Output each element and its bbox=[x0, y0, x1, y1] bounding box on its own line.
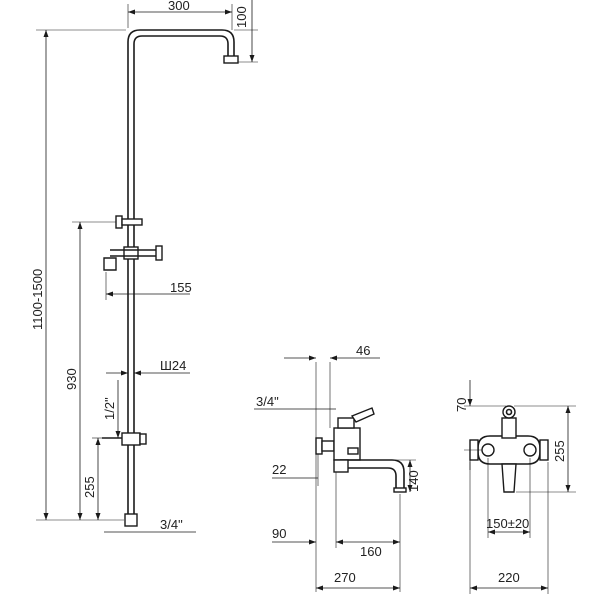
dim-side-thread: 3/4" bbox=[256, 394, 279, 409]
dim-side-160: 160 bbox=[360, 544, 382, 559]
spout bbox=[340, 459, 405, 490]
riser-pipe-inner bbox=[133, 35, 229, 520]
center-valve bbox=[501, 417, 517, 439]
valve-cap-inner bbox=[505, 408, 513, 416]
slide-holder bbox=[123, 246, 139, 260]
dim-pipe-width: Ш24 bbox=[160, 358, 186, 373]
riser-pipe bbox=[127, 29, 235, 520]
lever-handle bbox=[350, 407, 375, 423]
bracket-body bbox=[121, 218, 143, 226]
dim-thread-bottom: 3/4" bbox=[160, 517, 183, 532]
front-spout bbox=[501, 463, 517, 493]
dim-front-220: 220 bbox=[498, 570, 520, 585]
shower-head-outlet bbox=[223, 55, 239, 64]
dim-connection-height: 255 bbox=[82, 476, 97, 498]
mixer-base bbox=[333, 459, 349, 473]
dim-overhead-width: 300 bbox=[168, 0, 190, 13]
valve-cap bbox=[502, 405, 516, 419]
dim-front-255: 255 bbox=[552, 440, 567, 462]
dim-side-22: 22 bbox=[272, 462, 286, 477]
holder-knob bbox=[155, 245, 163, 261]
hand-shower-holder bbox=[103, 257, 117, 271]
wall-bracket bbox=[115, 215, 123, 229]
eccentric bbox=[321, 440, 335, 452]
dim-holder-reach: 155 bbox=[170, 280, 192, 295]
valve-top bbox=[337, 417, 355, 429]
dim-front-70: 70 bbox=[454, 398, 469, 412]
mixer-body bbox=[333, 427, 361, 461]
shower-column-view: 300 100 1100-1500 930 155 Ш24 1/2" 255 3 bbox=[30, 0, 258, 533]
right-nut bbox=[539, 439, 549, 461]
diverter-button bbox=[347, 447, 359, 455]
spout-outlet bbox=[393, 487, 407, 493]
mixer-side-view: 46 3/4" 22 140 90 160 270 bbox=[254, 343, 421, 592]
dim-side-90: 90 bbox=[272, 526, 286, 541]
left-connector bbox=[481, 443, 495, 457]
dim-side-140: 140 bbox=[406, 470, 421, 492]
diverter-knob bbox=[139, 433, 147, 445]
dim-total-height: 1100-1500 bbox=[30, 269, 45, 330]
dim-overhead-drop: 100 bbox=[234, 6, 249, 28]
dim-holder-height: 930 bbox=[64, 368, 79, 390]
right-connector bbox=[523, 443, 537, 457]
mixer-front-view: 70 255 150±20 220 bbox=[454, 380, 576, 594]
dim-thread-half: 1/2" bbox=[102, 397, 117, 420]
diverter-body bbox=[121, 432, 141, 446]
wall-flange bbox=[315, 437, 323, 455]
bottom-fitting bbox=[124, 513, 138, 527]
dim-side-270: 270 bbox=[334, 570, 356, 585]
holder-arm bbox=[110, 249, 158, 257]
dim-front-spacing: 150±20 bbox=[486, 516, 529, 531]
dim-side-offset: 46 bbox=[356, 343, 370, 358]
